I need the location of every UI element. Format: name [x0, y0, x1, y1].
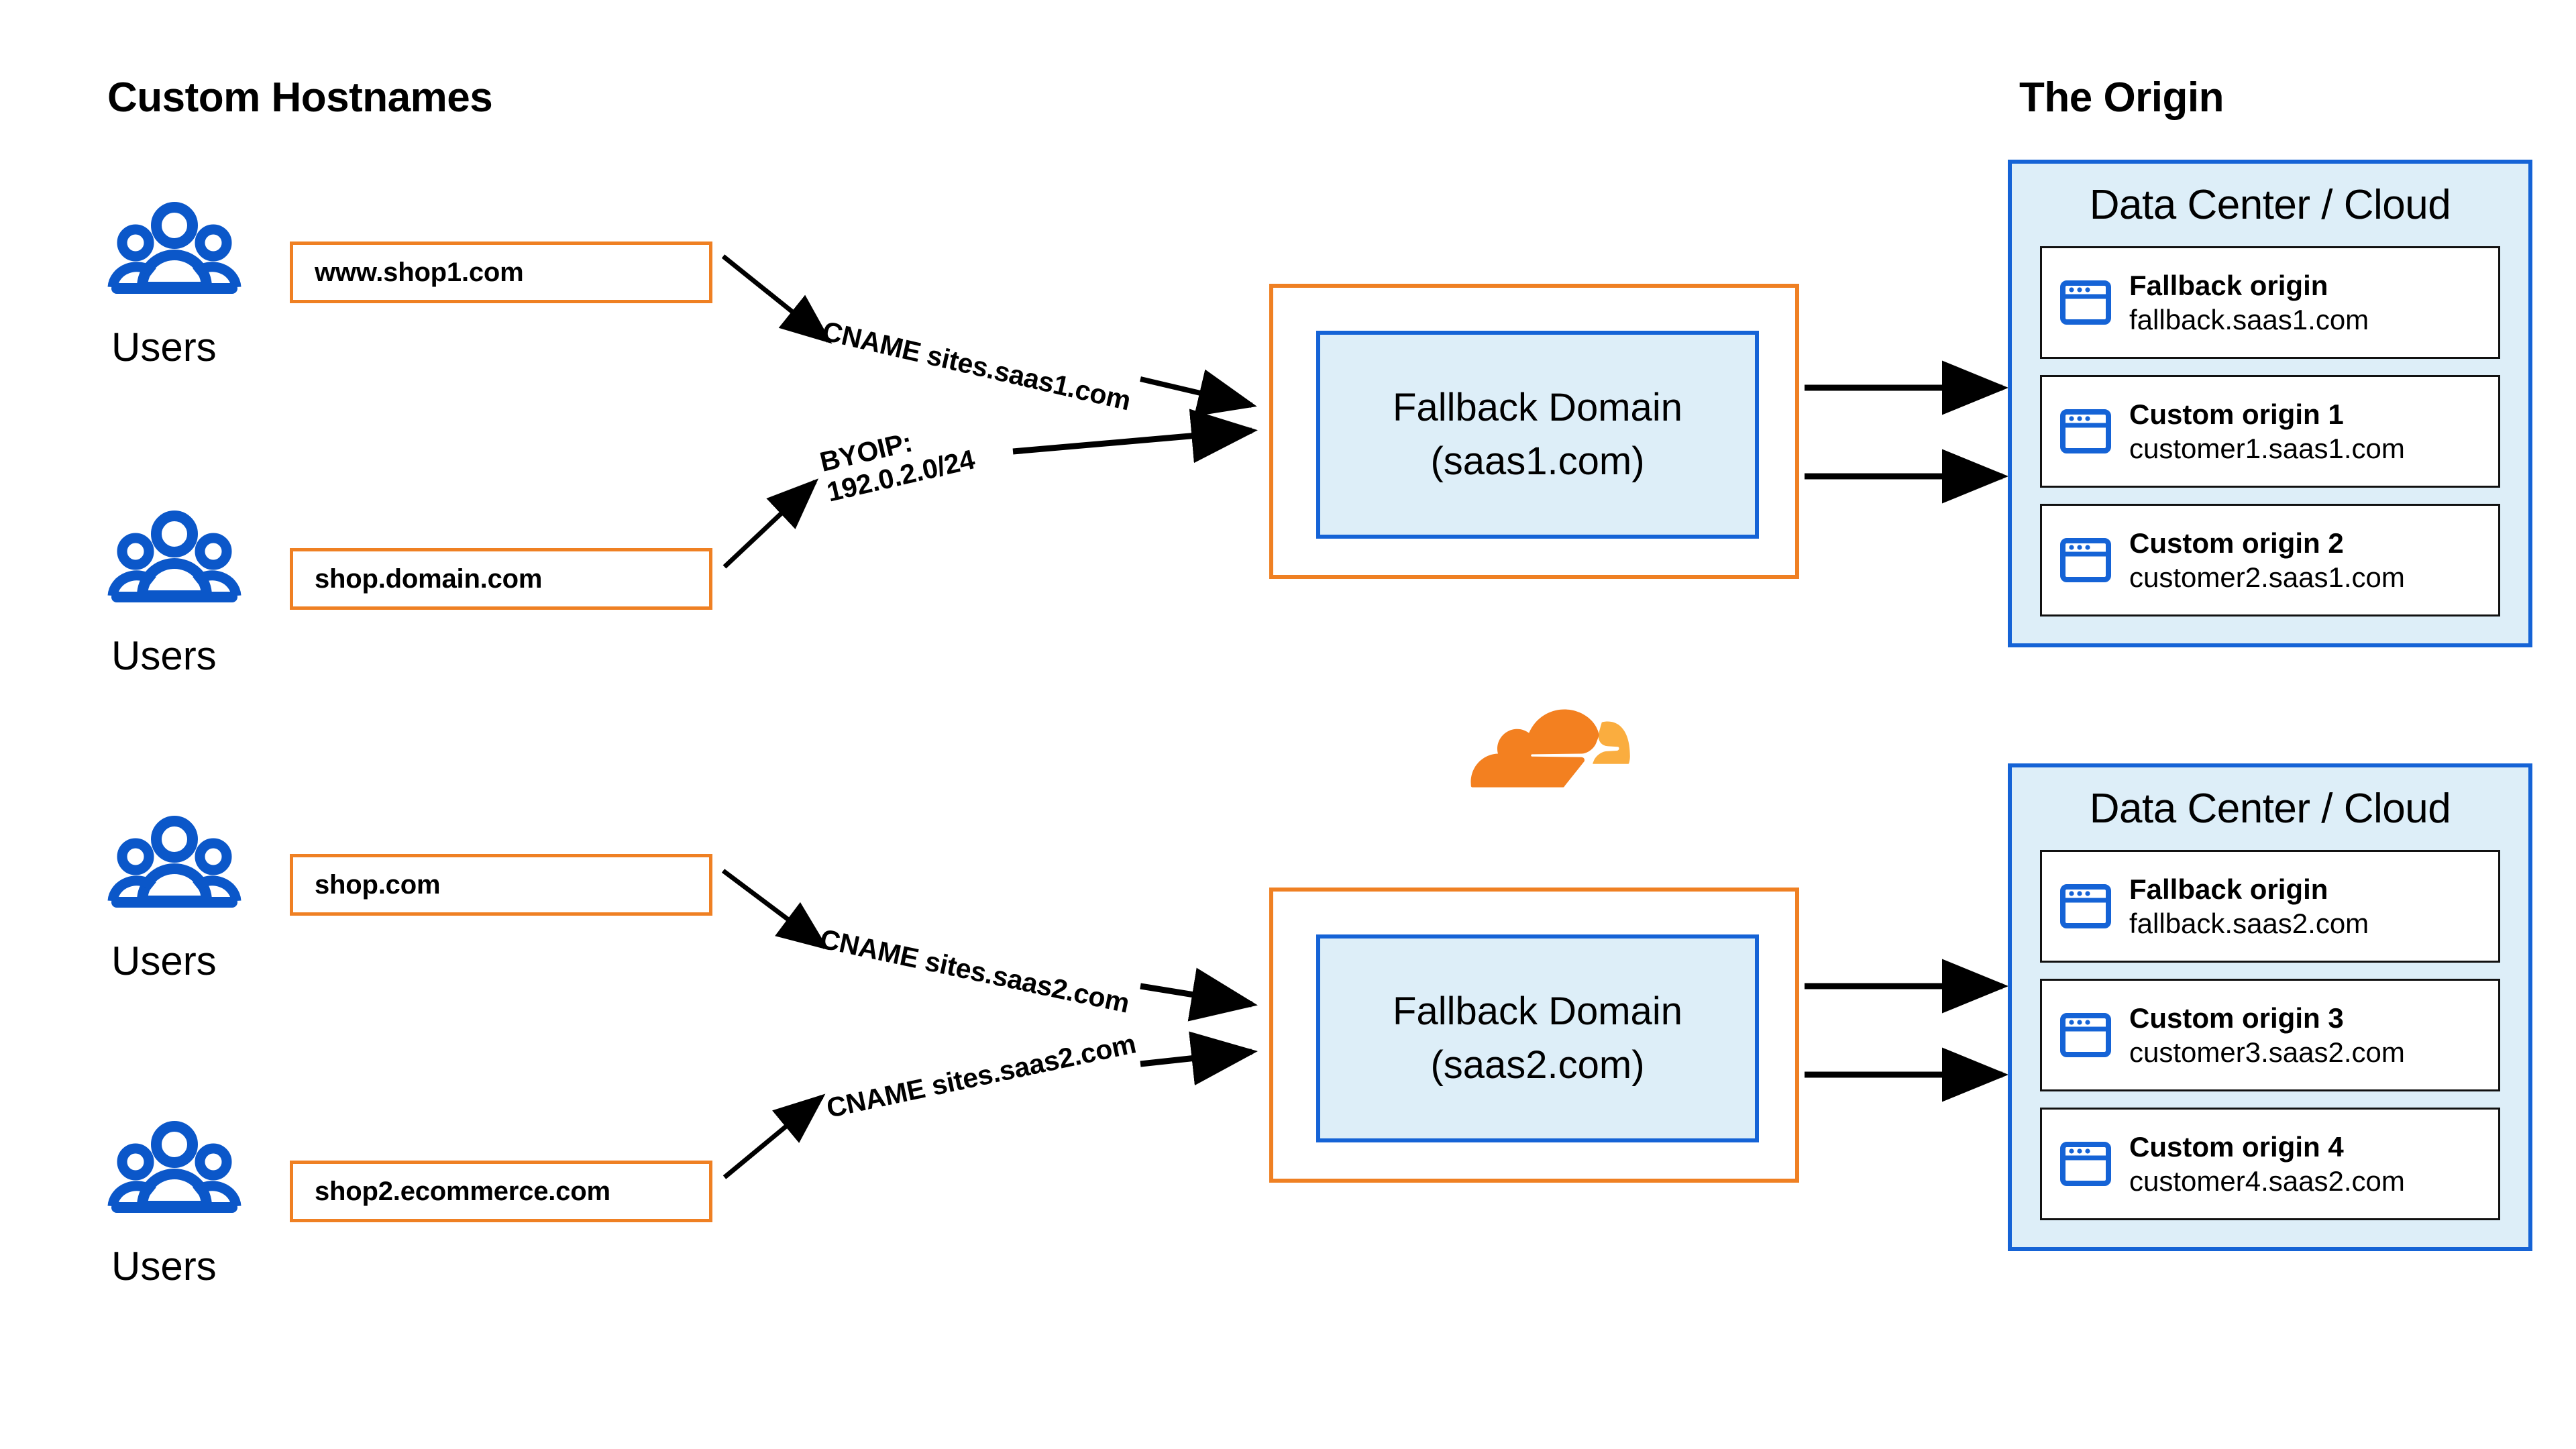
user-group-label: Users — [111, 325, 217, 370]
user-group-label: Users — [111, 938, 217, 983]
origin-card[interactable]: Custom origin 4 customer4.saas2.com — [2040, 1108, 2500, 1220]
origin-card[interactable]: Custom origin 1 customer1.saas1.com — [2040, 375, 2500, 488]
arrow-label-to-fallback1-b — [1012, 409, 1258, 464]
hostname-value: shop.domain.com — [315, 564, 543, 594]
origin-panel-title: Data Center / Cloud — [2089, 182, 2451, 228]
origin-card-name: Custom origin 1 — [2129, 398, 2344, 430]
browser-window-icon — [2060, 538, 2111, 582]
browser-window-icon — [2060, 280, 2111, 325]
users-group-icon — [107, 511, 241, 602]
heading-the-origin: The Origin — [2019, 74, 2224, 121]
user-group-label: Users — [111, 1244, 217, 1289]
user-group-1: Users — [107, 201, 349, 368]
origin-card-text: Custom origin 4 customer4.saas2.com — [2129, 1130, 2405, 1198]
user-group-label: Users — [111, 633, 217, 678]
origin-card-name: Fallback origin — [2129, 873, 2328, 905]
hostname-box-1[interactable]: www.shop1.com — [290, 241, 712, 303]
edge-label-cname-saas1: CNAME sites.saas1.com — [819, 315, 1134, 417]
edge-label-cname-saas2-a: CNAME sites.saas2.com — [817, 923, 1132, 1019]
browser-window-icon — [2060, 1013, 2111, 1057]
browser-window-icon — [2060, 1142, 2111, 1186]
users-group-icon — [107, 202, 241, 294]
origin-panel-2: Data Center / Cloud Fallback origin fall… — [2008, 763, 2532, 1251]
fallback-domain-name: (saas2.com) — [1430, 1043, 1645, 1087]
origin-card-name: Fallback origin — [2129, 269, 2328, 301]
users-group-icon — [107, 816, 241, 908]
browser-window-icon — [2060, 409, 2111, 453]
arrow-hostname3-to-label — [721, 869, 829, 951]
heading-custom-hostnames: Custom Hostnames — [107, 74, 493, 121]
hostname-value: shop2.ecommerce.com — [315, 1176, 610, 1206]
origin-card-host: customer1.saas1.com — [2129, 433, 2405, 464]
fallback-domain-box-2: Fallback Domain (saas2.com) — [1269, 888, 1799, 1183]
origin-card-host: customer4.saas2.com — [2129, 1165, 2405, 1197]
origin-card-host: customer2.saas1.com — [2129, 561, 2405, 593]
fallback-domain-box-1: Fallback Domain (saas1.com) — [1269, 284, 1799, 579]
origin-panel-1: Data Center / Cloud Fallback origin fall… — [2008, 160, 2532, 647]
hostname-value: shop.com — [315, 869, 441, 900]
origin-card-name: Custom origin 4 — [2129, 1130, 2344, 1163]
hostname-box-4[interactable]: shop2.ecommerce.com — [290, 1161, 712, 1222]
user-group-2: Users — [107, 510, 349, 676]
hostname-box-2[interactable]: shop.domain.com — [290, 548, 712, 610]
origin-card-name: Custom origin 3 — [2129, 1002, 2344, 1034]
fallback-domain-inner-2: Fallback Domain (saas2.com) — [1316, 934, 1759, 1142]
users-group-icon — [107, 1121, 241, 1213]
origin-card-host: fallback.saas1.com — [2129, 304, 2369, 335]
origin-card[interactable]: Fallback origin fallback.saas1.com — [2040, 246, 2500, 359]
user-group-4: Users — [107, 1120, 349, 1287]
hostname-value: www.shop1.com — [315, 257, 524, 287]
arrow-label-to-fallback2-a — [1140, 967, 1258, 1022]
origin-card[interactable]: Custom origin 3 customer3.saas2.com — [2040, 979, 2500, 1091]
cloudflare-logo — [1405, 676, 1667, 800]
fallback-domain-title: Fallback Domain — [1393, 385, 1682, 429]
browser-window-icon — [2060, 884, 2111, 928]
user-group-3: Users — [107, 815, 349, 981]
arrow-hostname4-to-label — [722, 1093, 826, 1179]
fallback-domain-title: Fallback Domain — [1393, 989, 1682, 1033]
arrow-label-to-fallback1-a — [1140, 369, 1257, 417]
edge-label-cname-saas2-b: CNAME sites.saas2.com — [824, 1028, 1139, 1124]
origin-card-host: customer3.saas2.com — [2129, 1036, 2405, 1068]
arrow-hostname2-to-label — [722, 478, 819, 569]
origin-card-name: Custom origin 2 — [2129, 527, 2344, 559]
origin-card-text: Custom origin 1 customer1.saas1.com — [2129, 397, 2405, 466]
origin-panel-title: Data Center / Cloud — [2089, 786, 2451, 832]
fallback-domain-name: (saas1.com) — [1430, 439, 1645, 483]
arrow-hostname1-to-label — [721, 254, 833, 344]
origin-card-text: Custom origin 2 customer2.saas1.com — [2129, 526, 2405, 594]
fallback-domain-inner-1: Fallback Domain (saas1.com) — [1316, 331, 1759, 539]
hostname-box-3[interactable]: shop.com — [290, 854, 712, 916]
origin-card-text: Custom origin 3 customer3.saas2.com — [2129, 1001, 2405, 1069]
edge-label-byoip: BYOIP: 192.0.2.0/24 — [817, 415, 977, 508]
origin-card-host: fallback.saas2.com — [2129, 908, 2369, 939]
origin-card-text: Fallback origin fallback.saas1.com — [2129, 268, 2369, 337]
origin-card-text: Fallback origin fallback.saas2.com — [2129, 872, 2369, 941]
arrow-label-to-fallback2-b — [1140, 1031, 1258, 1085]
origin-card[interactable]: Custom origin 2 customer2.saas1.com — [2040, 504, 2500, 616]
cloudflare-cloud-icon — [1470, 709, 1630, 788]
origin-card[interactable]: Fallback origin fallback.saas2.com — [2040, 850, 2500, 963]
